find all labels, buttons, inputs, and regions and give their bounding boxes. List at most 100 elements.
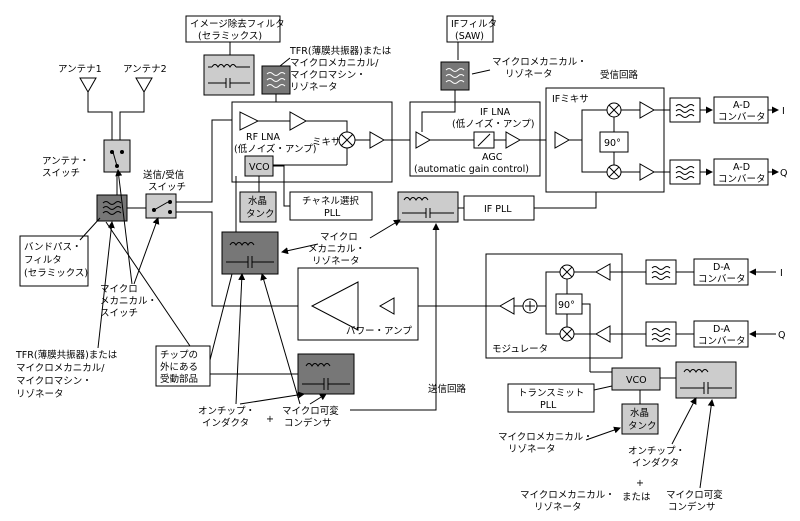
micro-varcap2-label-2: コンデンサ bbox=[668, 501, 716, 513]
if-filter-saw bbox=[440, 61, 470, 91]
if-pll bbox=[463, 195, 535, 221]
vco-rx-label: VCO bbox=[249, 162, 270, 173]
if-filter-label-2: (SAW) bbox=[455, 31, 484, 42]
micro-res-bottom-label-1: マイクロメカニカル・ bbox=[498, 432, 593, 443]
tfr-bottom-label-3: マイクロマシン・ bbox=[16, 376, 92, 387]
antenna-1 bbox=[79, 77, 97, 102]
chip-ext-label-1: チップの bbox=[160, 350, 198, 361]
micro-switch-label-2: メカニカル・ bbox=[100, 296, 157, 307]
antenna1-label: アンテナ1 bbox=[58, 64, 102, 75]
if-lna-label-1: IF LNA bbox=[480, 107, 511, 118]
micro-switch-label-1: マイクロ bbox=[100, 284, 138, 295]
tfr-top-label-3: マイクロマシン・ bbox=[290, 70, 366, 81]
tx-rx-switch bbox=[145, 193, 177, 219]
if-mixer-i bbox=[606, 102, 622, 118]
modulator-label: モジュレータ bbox=[492, 344, 548, 355]
tfr-bottom-label-1: TFR(薄膜共振器)または bbox=[15, 349, 118, 361]
transmit-pll-label-1: トランスミット bbox=[518, 388, 584, 399]
rf-lna-amp bbox=[239, 111, 260, 131]
antenna-switch-label-1: アンテナ・ bbox=[42, 156, 89, 167]
rf-mixer bbox=[338, 131, 356, 149]
mixer-label: ミキサ bbox=[312, 137, 341, 148]
tfr-filter-top bbox=[261, 65, 291, 95]
rx-filter-q bbox=[669, 159, 701, 185]
micro-varcap2-label-1: マイクロ可変 bbox=[666, 489, 723, 501]
channel-pll-label-2: PLL bbox=[324, 208, 341, 219]
or-label: または bbox=[622, 492, 651, 503]
plus-label-2: + bbox=[636, 478, 644, 489]
antenna2-label: アンテナ2 bbox=[123, 64, 167, 75]
dac-i-label-1: D-A bbox=[713, 262, 731, 273]
crystal-rx-label-1: 水晶 bbox=[248, 195, 267, 207]
image-rejection-filter bbox=[203, 54, 255, 96]
phase-90-tx-label: 90° bbox=[558, 300, 575, 311]
antenna-2 bbox=[135, 77, 153, 102]
onchip-ind-label-2: インダクタ bbox=[202, 417, 249, 429]
image-filter-label-1: イメージ除去フィルタ bbox=[190, 18, 285, 30]
power-amp bbox=[310, 281, 359, 331]
offchip-resonator bbox=[297, 353, 355, 395]
micro-varcap-label-1: マイクロ可変 bbox=[282, 405, 339, 417]
tfr-bottom-label-4: リゾネータ bbox=[16, 389, 64, 400]
dac-i-label-2: コンバータ bbox=[698, 274, 746, 285]
agc-label-2: (automatic gain control) bbox=[414, 164, 529, 175]
rf-lna-label-1: RF LNA bbox=[246, 132, 280, 143]
micro-varcap-label-2: コンデンサ bbox=[284, 417, 332, 429]
transmit-pll-label-2: PLL bbox=[540, 400, 557, 411]
transmit-pll bbox=[507, 383, 595, 413]
bandpass-label-2: フィルタ bbox=[24, 255, 62, 266]
tx-circuit-label: 送信回路 bbox=[428, 383, 467, 395]
tx-mixer-q bbox=[559, 326, 575, 342]
rx-circuit-label: 受信回路 bbox=[600, 69, 639, 81]
adc-i-label-1: A-D bbox=[733, 100, 750, 111]
image-filter-label-2: (セラミックス) bbox=[198, 31, 262, 42]
crystal-tank-tx bbox=[621, 403, 659, 435]
vco-tx-label: VCO bbox=[626, 375, 647, 386]
rx-i-label: I bbox=[782, 106, 785, 117]
tx-filter-i bbox=[645, 259, 677, 285]
tx-i-label: I bbox=[780, 268, 783, 279]
micro-res-bottom2-label-1: マイクロメカニカル・ bbox=[520, 490, 615, 501]
rf-lna-label-2: (低ノイズ・アンプ) bbox=[234, 143, 316, 155]
tx-rx-switch-label-2: スイッチ bbox=[148, 182, 186, 193]
tfr-bottom-label-2: マイクロメカニカル/ bbox=[16, 363, 105, 374]
tx-filter-q bbox=[645, 321, 677, 347]
if-pll-label: IF PLL bbox=[484, 204, 512, 215]
phase-90-rx-label: 90° bbox=[604, 138, 621, 149]
bandpass-label-1: バンドパス・ bbox=[24, 242, 81, 253]
channel-pll bbox=[289, 191, 373, 221]
tfr-top-label-2: マイクロメカニカル/ bbox=[290, 58, 379, 69]
crystal-tank-rx bbox=[239, 191, 277, 223]
tfr-top-label-1: TFR(薄膜共振器)または bbox=[289, 45, 392, 57]
vco-resonator-rx bbox=[221, 231, 279, 275]
tx-rx-switch-label-1: 送信/受信 bbox=[143, 169, 184, 181]
onchip-ind2-label-1: オンチップ・ bbox=[628, 446, 685, 457]
micro-switch-label-3: スイッチ bbox=[100, 308, 138, 319]
dac-q-label-2: コンバータ bbox=[698, 336, 746, 347]
adc-q-label-1: A-D bbox=[733, 162, 750, 173]
chip-ext-label-2: 外にある bbox=[160, 361, 198, 373]
antenna-switch bbox=[103, 139, 131, 173]
micro-res-bottom-label-2: リゾネータ bbox=[508, 444, 556, 455]
crystal-tx-label-2: タンク bbox=[628, 421, 657, 432]
adc-i-label-2: コンバータ bbox=[718, 112, 766, 123]
micro-res-top-label-1: マイクロメカニカル・ bbox=[492, 57, 587, 68]
rx-filter-i bbox=[669, 97, 701, 123]
tx-mixer-i bbox=[559, 264, 575, 280]
antenna-switch-label-2: スイッチ bbox=[42, 168, 80, 179]
if-filter-label-1: IFフィルタ bbox=[451, 19, 497, 30]
crystal-rx-label-2: タンク bbox=[246, 209, 275, 220]
agc-label-1: AGC bbox=[482, 152, 503, 163]
micro-res-bottom2-label-2: リゾネータ bbox=[534, 502, 582, 513]
if-lna-label-2: (低ノイズ・アンプ) bbox=[452, 118, 534, 130]
if-pll-resonator bbox=[397, 191, 459, 223]
dac-i bbox=[693, 258, 749, 286]
tfr-top-label-4: リゾネータ bbox=[290, 82, 338, 93]
power-amp-label: パワー・アンプ bbox=[346, 326, 412, 337]
tx-q-label: Q bbox=[778, 330, 785, 341]
dac-q-label-1: D-A bbox=[713, 324, 731, 335]
micro-res-mid-label-1: マイクロ bbox=[320, 232, 358, 243]
onchip-ind2-label-2: インダクタ bbox=[632, 457, 679, 469]
bandpass-label-3: (セラミックス) bbox=[24, 268, 88, 279]
